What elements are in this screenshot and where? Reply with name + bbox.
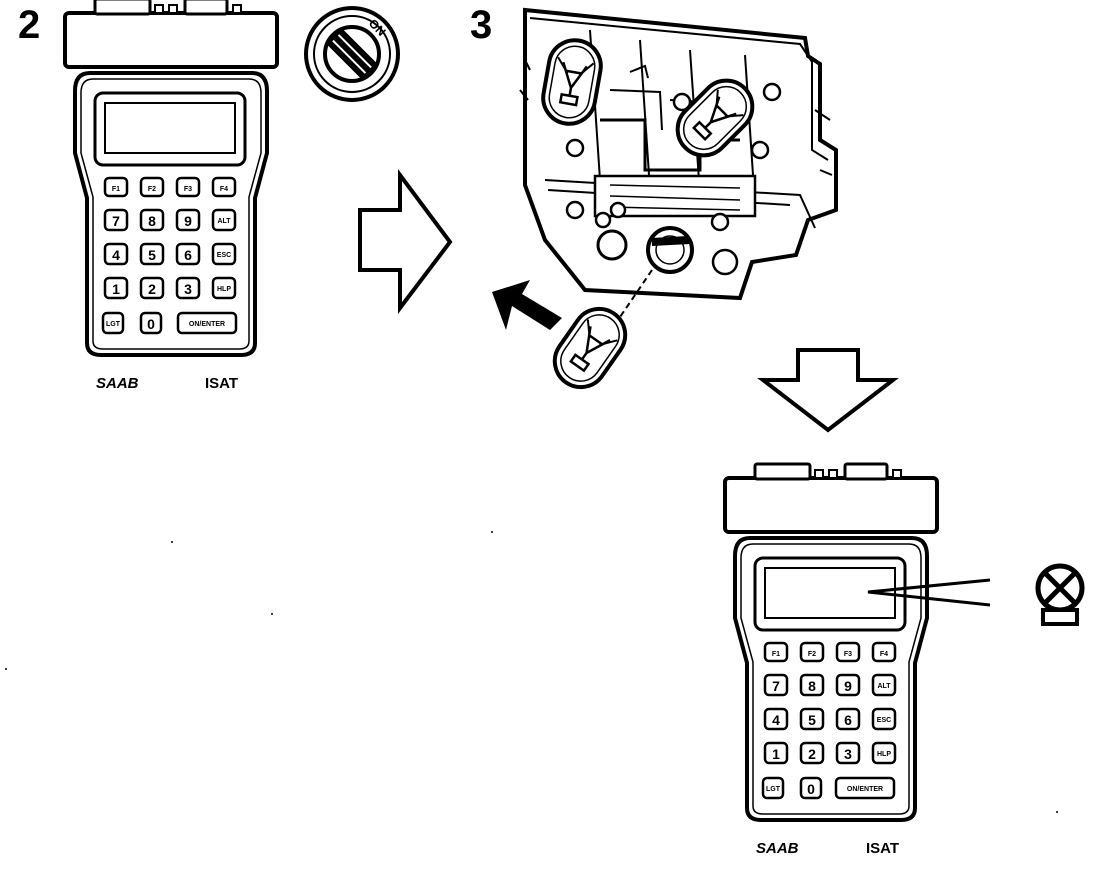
lamp-fault-symbol-icon	[1035, 563, 1085, 626]
key-alt: ALT	[217, 218, 231, 225]
key-f2: F2	[148, 186, 156, 193]
removal-arrow-icon	[492, 280, 562, 330]
bulb-holder-icon	[519, 7, 838, 301]
key-on-enter: ON/ENTER	[847, 786, 883, 793]
key-0: 0	[807, 781, 815, 797]
key-1: 1	[112, 281, 120, 297]
key-2: 2	[148, 281, 156, 297]
key-0: 0	[147, 316, 155, 332]
key-1: 1	[772, 746, 780, 762]
key-esc: ESC	[877, 717, 891, 724]
tester-model: ISAT	[205, 375, 238, 392]
key-8: 8	[148, 213, 156, 229]
key-6: 6	[184, 247, 192, 263]
key-7: 7	[772, 678, 780, 694]
key-3: 3	[184, 281, 192, 297]
arrow-right-icon	[358, 168, 453, 314]
step-2-label: 2	[18, 3, 40, 47]
bulb-icon	[542, 269, 653, 400]
step-3-label: 3	[470, 3, 492, 47]
tester-brand: SAAB	[96, 375, 139, 392]
arrow-down-icon	[757, 348, 899, 433]
key-4: 4	[772, 712, 780, 728]
key-f4: F4	[880, 651, 888, 658]
ignition-key-switch-icon: ON	[304, 6, 400, 102]
key-alt: ALT	[877, 683, 891, 690]
key-2: 2	[808, 746, 816, 762]
key-f3: F3	[184, 186, 192, 193]
key-f4: F4	[220, 186, 228, 193]
key-6: 6	[844, 712, 852, 728]
display-pointer	[867, 578, 991, 607]
key-5: 5	[808, 712, 816, 728]
key-8: 8	[808, 678, 816, 694]
isat-tester-top: F1 F2 F3 F4 7 8 9 ALT 4 5 6 ESC 1	[63, 0, 279, 392]
key-esc: ESC	[217, 252, 231, 259]
scan-specks	[5, 531, 1058, 813]
key-on-enter: ON/ENTER	[189, 321, 225, 328]
key-7: 7	[112, 213, 120, 229]
key-3: 3	[844, 746, 852, 762]
key-lgt: LGT	[106, 321, 121, 328]
key-4: 4	[112, 247, 120, 263]
key-9: 9	[184, 213, 192, 229]
key-f1: F1	[772, 651, 780, 658]
key-f2: F2	[808, 651, 816, 658]
key-hlp: HLP	[877, 751, 891, 758]
tester-brand: SAAB	[756, 840, 799, 857]
tester-model: ISAT	[866, 840, 899, 857]
key-5: 5	[148, 247, 156, 263]
isat-tester-bottom: F1 F2 F3 F4 7 8 9 ALT 4 5 6 ESC 1	[723, 462, 939, 857]
key-9: 9	[844, 678, 852, 694]
key-lgt: LGT	[766, 786, 781, 793]
key-f3: F3	[844, 651, 852, 658]
key-hlp: HLP	[217, 286, 231, 293]
key-f1: F1	[112, 186, 120, 193]
